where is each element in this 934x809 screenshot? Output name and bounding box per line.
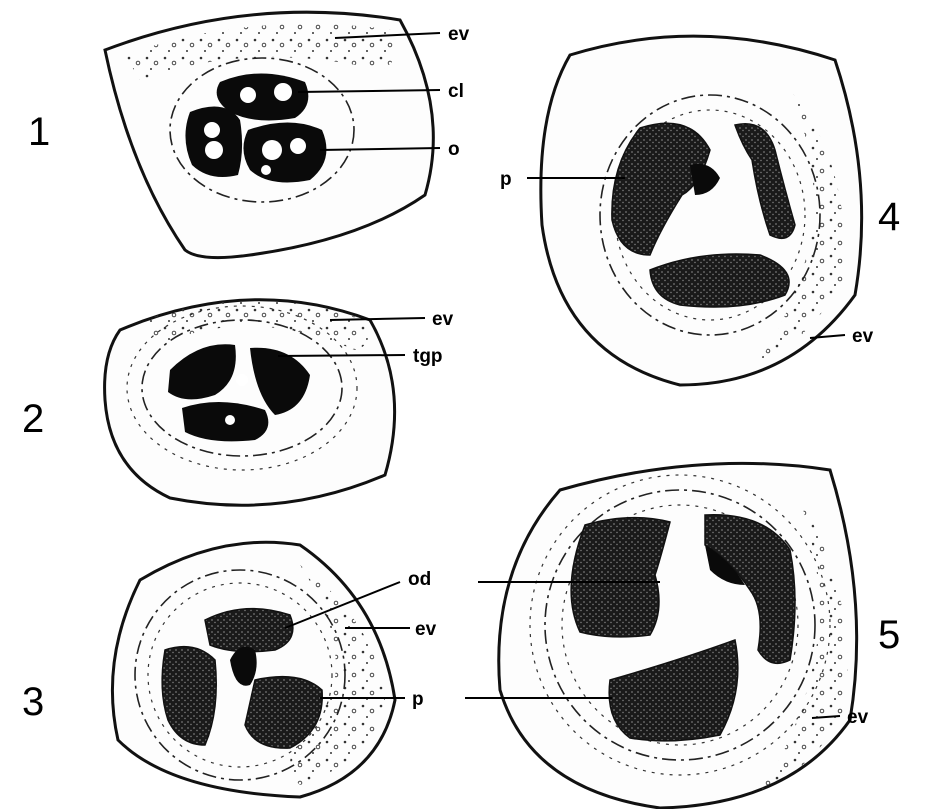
label-ev-5: ev: [847, 707, 869, 728]
figure-number-2: 2: [22, 397, 44, 441]
label-ev-3: ev: [415, 619, 437, 640]
figure-number-5: 5: [878, 613, 900, 657]
section-5: ev 5: [465, 463, 900, 808]
label-p-3: p: [412, 689, 424, 710]
section-4: p ev 4: [500, 36, 900, 385]
section-3: od ev p 3: [22, 542, 437, 797]
label-tgp: tgp: [413, 346, 443, 367]
section-4-outline: [541, 36, 862, 385]
section-2: ev tgp 2: [22, 300, 454, 505]
label-p-4: p: [500, 169, 512, 190]
label-o: o: [448, 139, 460, 160]
leader-tgp: [278, 355, 405, 356]
label-od: od: [408, 569, 431, 590]
label-ev-2: ev: [432, 309, 454, 330]
section-1: ev cl o 1: [28, 12, 470, 257]
figure-number-4: 4: [878, 195, 900, 239]
label-cl: cl: [448, 81, 464, 102]
label-ev-4: ev: [852, 326, 874, 347]
label-ev-1: ev: [448, 24, 470, 45]
figure-number-1: 1: [28, 110, 50, 154]
figure-number-3: 3: [22, 680, 44, 724]
